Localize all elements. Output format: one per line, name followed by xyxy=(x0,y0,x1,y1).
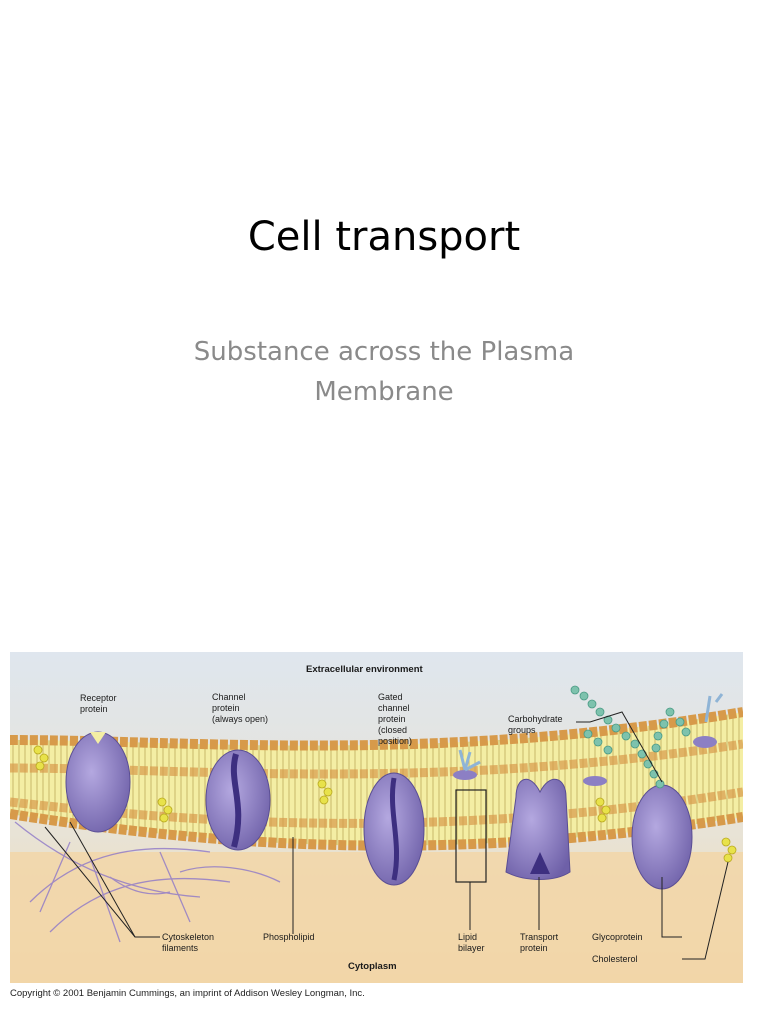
glycolipid-shape xyxy=(453,770,477,780)
glycolipid-shape-2 xyxy=(583,776,607,786)
extracellular-label: Extracellular environment xyxy=(306,664,424,675)
receptor-protein-shape xyxy=(66,732,130,832)
glycolipid-shape-3 xyxy=(693,736,717,748)
cholesterol-label: Cholesterol xyxy=(592,954,638,964)
slide-title: Cell transport xyxy=(0,214,768,260)
copyright-notice: Copyright © 2001 Benjamin Cummings, an i… xyxy=(10,988,365,999)
phospholipid-label: Phospholipid xyxy=(263,932,315,942)
slide-subtitle: Substance across the Plasma Membrane xyxy=(134,332,634,412)
plasma-membrane-diagram: Extracellular environment Cytoplasm Rece… xyxy=(10,652,743,983)
glycoprotein-shape xyxy=(632,785,692,889)
cytoplasm-label: Cytoplasm xyxy=(348,961,397,972)
glycoprotein-label: Glycoprotein xyxy=(592,932,643,942)
